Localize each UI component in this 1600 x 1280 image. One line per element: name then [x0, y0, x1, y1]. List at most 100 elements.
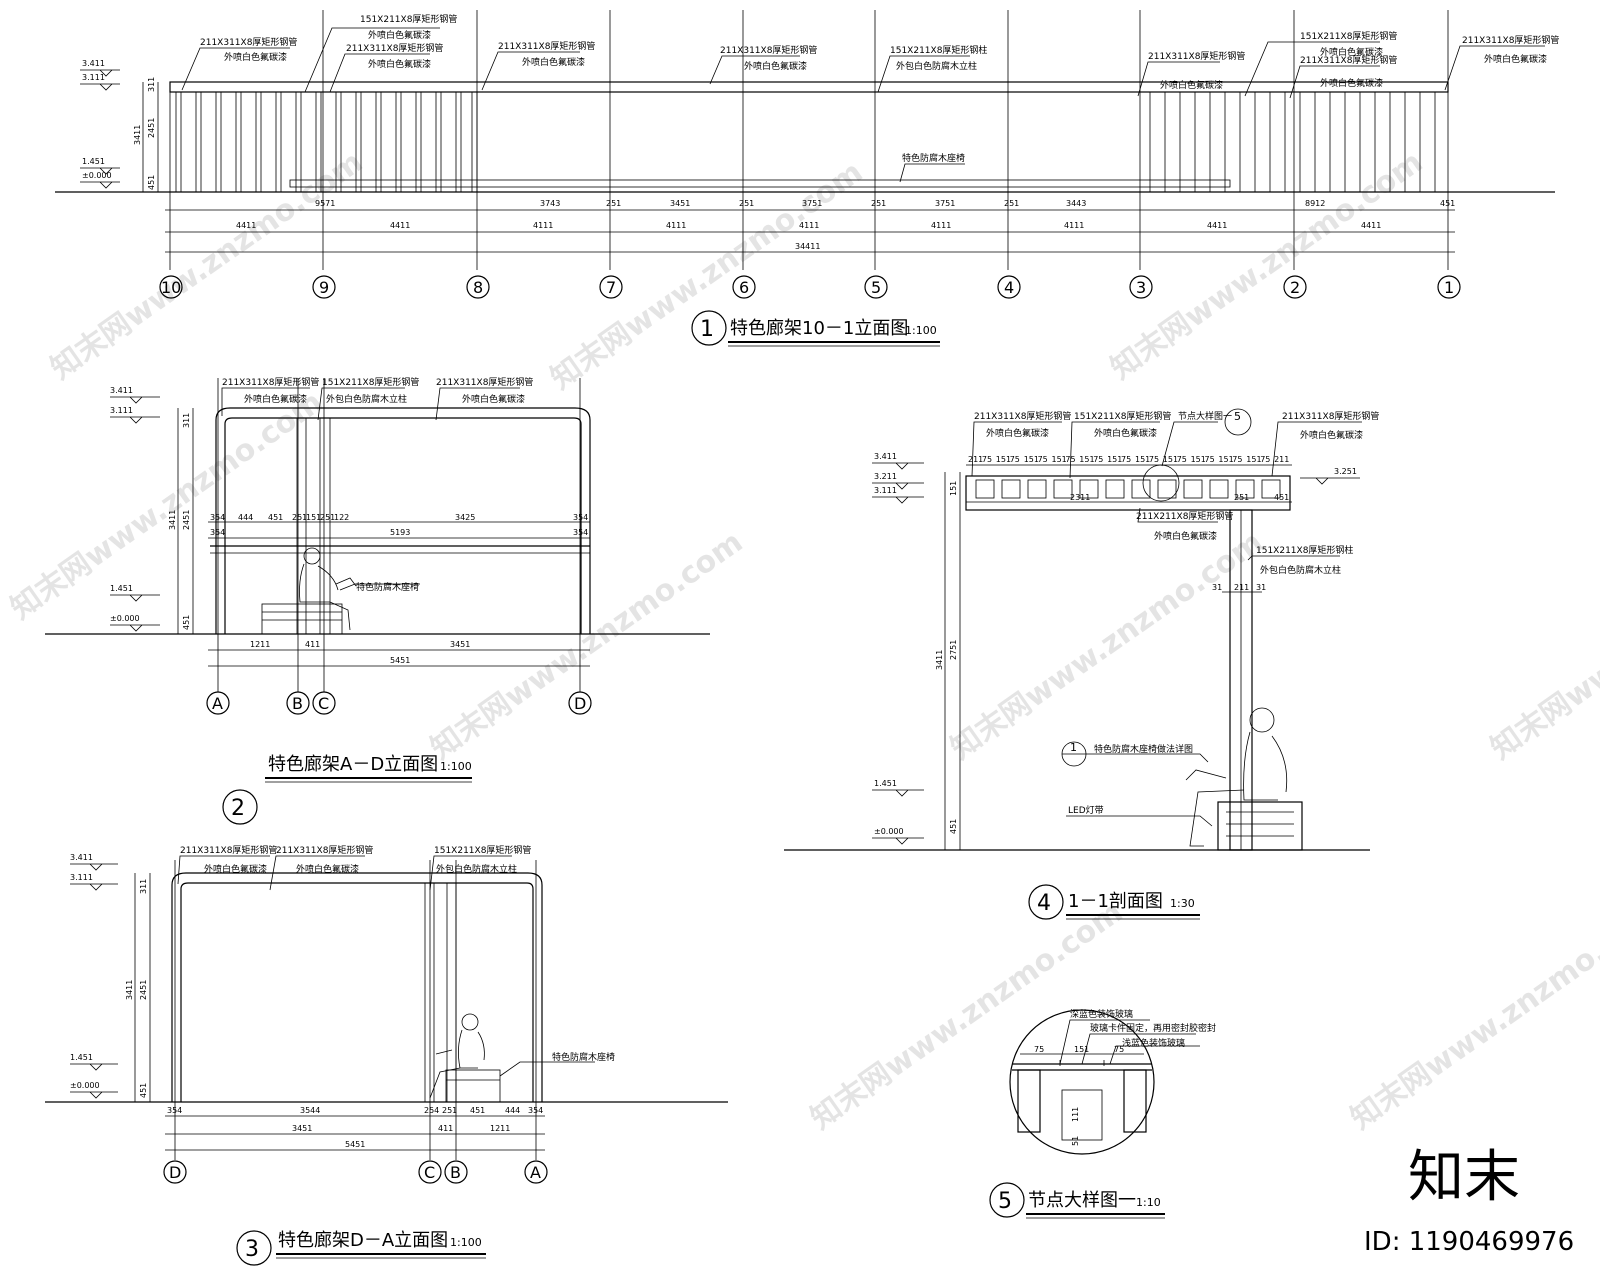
axis-label: 2	[1290, 278, 1300, 297]
axis-label: 10	[161, 278, 181, 297]
note-text: 211X311X8厚矩形钢管	[498, 40, 595, 52]
dim-text: 3451	[670, 199, 690, 208]
view-4-section: 3.411 3.211 3.111 3.251 1.451 ±0.000 151…	[784, 408, 1379, 920]
level-label: 3.111	[874, 486, 897, 495]
dim-text: 122	[334, 513, 349, 522]
note-text: 玻璃卡件固定，再用密封胶密封	[1090, 1022, 1216, 1034]
view-scale: 1:100	[450, 1236, 482, 1249]
slats-right	[1149, 92, 1436, 192]
view-number: 5	[998, 1189, 1012, 1214]
view-2-elevation: A B C D 3.411 3.111 1.451 ±0.000 311 245…	[45, 376, 710, 825]
dim-text: 451	[147, 175, 156, 190]
dim-text: 151	[1052, 455, 1067, 464]
dim-text: 451	[470, 1106, 485, 1115]
dim-text: 354	[573, 528, 588, 537]
level-label: 1.451	[110, 584, 133, 593]
note-text: 外喷白色氟碳漆	[368, 29, 431, 41]
dim-text: 3411	[168, 510, 177, 530]
annotations: 211X311X8厚矩形钢管 外喷白色氟碳漆 151X211X8厚矩形钢管 外喷…	[181, 13, 1559, 183]
view-3-elevation: D C B A 3.411 3.111 1.451 ±0.000 311 245…	[45, 844, 728, 1266]
dim-text: 151	[1107, 455, 1122, 464]
dim-text: 3411	[133, 125, 142, 145]
dim-text: 4411	[236, 221, 256, 230]
note-text: 211X311X8厚矩形钢管	[346, 42, 443, 54]
dim-text: 151	[1079, 455, 1094, 464]
dim-text: 151	[1218, 455, 1233, 464]
dim-text: 451	[949, 819, 958, 834]
dim-text: 411	[305, 640, 320, 649]
note-text: 151X211X8厚矩形钢管	[360, 13, 457, 25]
dim-text: 354	[528, 1106, 543, 1115]
dimension-rows	[966, 464, 1292, 593]
watermark-text: 知末网www.znzmo.com	[45, 145, 370, 387]
dim-text: 3751	[802, 199, 822, 208]
note-text: 211X211X8厚矩形钢管	[1136, 510, 1233, 522]
level-label: 3.211	[874, 472, 897, 481]
dim-text: 451	[182, 615, 191, 630]
dim-text: 151	[996, 455, 1011, 464]
level-label: 3.411	[82, 59, 105, 68]
note-text: 外喷白色氟碳漆	[1160, 79, 1223, 91]
level-label: ±0.000	[874, 827, 904, 836]
dim-text: 3544	[300, 1106, 320, 1115]
dim-text: 151	[1135, 455, 1150, 464]
left-dimensions: 311 2451 3411 451	[133, 77, 159, 192]
note-text: 外包白色防腐木立柱	[1260, 564, 1341, 576]
note-text: 外包白色防腐木立柱	[326, 393, 407, 405]
dim-text: 5451	[390, 656, 410, 665]
dim-text: 4111	[799, 221, 819, 230]
dim-text: 1211	[490, 1124, 510, 1133]
dim-text: 4411	[1207, 221, 1227, 230]
axis-label: 9	[319, 278, 329, 297]
view-title-text: 特色廊架D－A立面图	[278, 1230, 448, 1251]
dim-text: 211	[968, 455, 983, 464]
note-text: 211X311X8厚矩形钢管	[180, 844, 277, 856]
note-text: 外喷白色氟碳漆	[1320, 46, 1383, 58]
view-scale: 1:10	[1136, 1196, 1161, 1209]
watermark-text: 知末网www.znzmo.com	[945, 525, 1270, 767]
dim-text: 151	[1163, 455, 1178, 464]
axis-label: 5	[871, 278, 881, 297]
level-label: ±0.000	[110, 614, 140, 623]
view-title-text: 特色廊架10－1立面图	[730, 318, 908, 339]
slats-left	[175, 91, 478, 193]
note-text: 外喷白色氟碳漆	[296, 863, 359, 875]
note-text: 特色防腐木座椅	[356, 581, 419, 593]
detail-ref-number: 1	[1070, 741, 1077, 754]
dimension-rows: 9571 3743 251 3451 251 3751 251 3751 251…	[165, 199, 1455, 253]
view-scale: 1:100	[905, 324, 937, 337]
left-dimensions: 311 2451 3411 451	[125, 873, 151, 1102]
note-text: 151X211X8厚矩形钢管	[322, 376, 419, 388]
note-text: 211X311X8厚矩形钢管	[974, 410, 1071, 422]
note-text: 外喷白色氟碳漆	[1300, 429, 1363, 441]
annotations: 211X311X8厚矩形钢管 外喷白色氟碳漆 211X311X8厚矩形钢管 外喷…	[177, 844, 615, 1077]
dim-text: 411	[438, 1124, 453, 1133]
view-title-text: 1－1剖面图	[1068, 891, 1163, 912]
dim-text: 31	[1212, 583, 1222, 592]
note-text: 深蓝色装饰玻璃	[1070, 1008, 1133, 1020]
dim-text: 3451	[292, 1124, 312, 1133]
person-figure	[429, 1013, 485, 1099]
dim-text: 51	[1071, 1136, 1080, 1146]
note-text: 211X311X8厚矩形钢管	[436, 376, 533, 388]
note-text: 211X311X8厚矩形钢管	[200, 36, 297, 48]
dimension-texts: 75 151 75 111 51	[1020, 1045, 1144, 1146]
left-dimensions: 311 2451 3411 451	[168, 408, 194, 634]
level-label: 3.411	[110, 386, 133, 395]
level-label: ±0.000	[82, 171, 112, 180]
watermark-text: 知末网www.znzmo.com	[1345, 895, 1600, 1137]
dimension-texts: 2311 251 451 31 211 31	[1070, 493, 1289, 592]
detail-ref-number: 5	[1234, 410, 1241, 423]
dim-text: 251	[1234, 493, 1249, 502]
axis-lines	[169, 10, 1449, 270]
view-number: 4	[1037, 891, 1051, 916]
dim-text: 75	[1260, 455, 1270, 464]
note-text: 节点大样图一	[1178, 410, 1232, 422]
dim-text: 4111	[1064, 221, 1084, 230]
view-number: 3	[245, 1237, 259, 1262]
dim-text: 4111	[931, 221, 951, 230]
axis-label: 1	[1444, 278, 1454, 297]
dim-text: 2451	[182, 510, 191, 530]
dim-text: 1211	[250, 640, 270, 649]
dim-text: 151	[949, 481, 958, 496]
